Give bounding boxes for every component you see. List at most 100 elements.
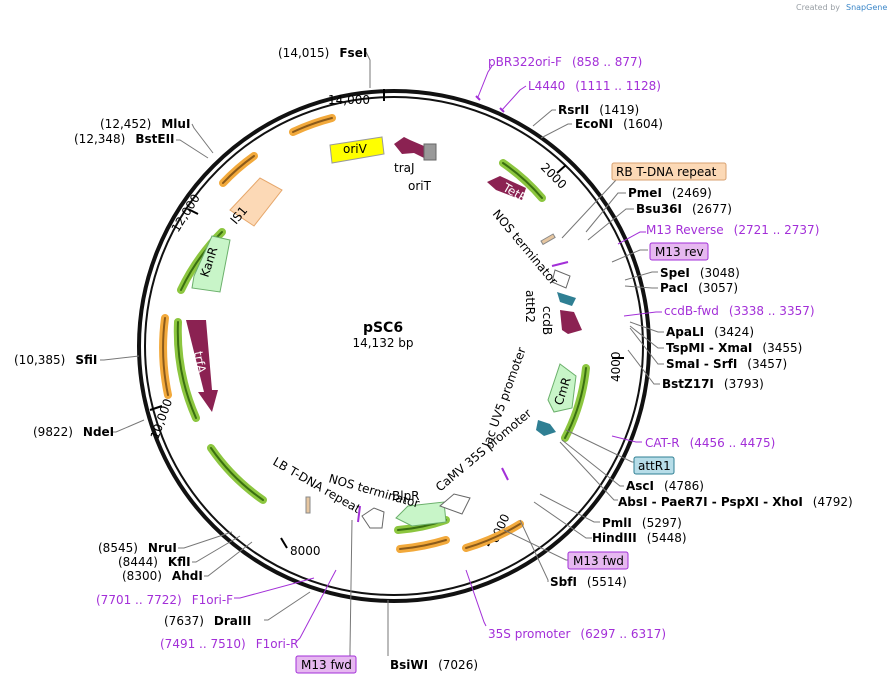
site-pos-bstz17i: (3793): [724, 377, 764, 391]
site-name-draiii: DraIII: [214, 614, 251, 628]
orange-arc-top-core: [292, 117, 333, 133]
site-name-ahdi: AhdI: [172, 569, 203, 583]
svg-text:(8545)NruI: (8545)NruI: [98, 541, 177, 555]
svg-text:HindIII(5448): HindIII(5448): [592, 531, 687, 545]
leader-fsei: [365, 51, 371, 88]
camv35s-shape: [439, 493, 471, 515]
site-pos-pmei: (2469): [672, 186, 712, 200]
traJ-shape: [394, 137, 424, 158]
orange-arc-bottom-core: [465, 523, 521, 549]
svg-text:CAT-R(4456 .. 4475): CAT-R(4456 .. 4475): [645, 436, 775, 450]
leader-pmli: [539, 493, 600, 523]
site-pos-pmli: (5297): [642, 516, 682, 530]
site-pos-smai-srfi: (3457): [747, 357, 787, 371]
svg-text:SpeI(3048): SpeI(3048): [660, 266, 740, 280]
pmark-nos2: [357, 505, 361, 523]
label-attR2: attR2: [523, 290, 537, 323]
site-name-rsrii: RsrII: [558, 103, 589, 117]
site-name-spei: SpeI: [660, 266, 690, 280]
leader-lines: [100, 51, 664, 656]
leader-bstz17i: [627, 349, 660, 385]
svg-text:BsiWI(7026): BsiWI(7026): [390, 658, 478, 672]
leader-sfii: [100, 355, 140, 361]
leader-m13fwd-right: [503, 529, 568, 561]
rb-repeat-shape: [540, 233, 556, 246]
leader-m13fwd-bottom: [349, 519, 353, 656]
label-trfA: trfA: [191, 350, 209, 375]
svg-text:AscI(4786): AscI(4786): [626, 479, 704, 493]
svg-text:L4440(1111 .. 1128): L4440(1111 .. 1128): [528, 79, 661, 93]
pleader-f1orir: [295, 569, 337, 643]
ruler-label-14000: 14,000: [328, 93, 370, 107]
BlpR-shape: [395, 501, 447, 527]
TetR-shape: [487, 176, 526, 200]
pleader-ccdb: [623, 311, 662, 317]
primer-marks: [357, 95, 569, 523]
primer-range-l4440: (1111 .. 1128): [575, 79, 661, 93]
green-arc-kanr-core: [180, 231, 223, 291]
primer-name-ccdbfwd: ccdB-fwd: [664, 304, 719, 318]
svg-text:ccdB-fwd(3338 .. 3357): ccdB-fwd(3338 .. 3357): [664, 304, 815, 318]
svg-text:EcoNI(1604): EcoNI(1604): [575, 117, 663, 131]
primer-name-pbr322orif: pBR322ori-F: [488, 55, 562, 69]
svg-text:(8300)AhdI: (8300)AhdI: [122, 569, 203, 583]
site-name-sbfi: SbfI: [550, 575, 577, 589]
leader-econi: [540, 123, 572, 139]
site-name-paci: PacI: [660, 281, 688, 295]
pleader-l4440: [501, 85, 527, 111]
site-pos-ndei: (9822): [33, 425, 73, 439]
box-m13fwd-right: [567, 551, 629, 570]
primer-name-f1orir: F1ori-R: [256, 637, 299, 651]
svg-text:(14,015)FseI: (14,015)FseI: [278, 46, 367, 60]
svg-text:M13 Reverse(2721 .. 2737): M13 Reverse (2721 .. 2737): [646, 223, 819, 237]
site-pos-kfli: (8444): [118, 555, 158, 569]
backbone-outer: [137, 89, 651, 603]
svg-text:Bsu36I(2677): Bsu36I(2677): [636, 202, 732, 216]
leader-smai: [629, 327, 664, 365]
site-pos-bsu36i: (2677): [692, 202, 732, 216]
box-m13fwd-bottom-text: M13 fwd: [301, 658, 352, 672]
label-camv35s: CaMV 35S promoter: [433, 406, 534, 494]
site-pos-draiii: (7637): [164, 614, 204, 628]
primer-name-f1orif: F1ori-F: [192, 593, 233, 607]
orange-arc-left-core: [162, 317, 169, 396]
plasmid-length: 14,132 bp: [352, 336, 413, 350]
site-name-kfli: KflI: [168, 555, 191, 569]
green-arc-left-core: [176, 321, 197, 419]
pmark-l4440: [499, 107, 505, 113]
green-arc-bottom-left-core: [210, 447, 264, 501]
leader-draiii: [264, 591, 311, 621]
svg-text:AbsI - PaeR7I - PspXI - XhoI(4: AbsI - PaeR7I - PspXI - XhoI(4792): [618, 495, 853, 509]
boxed-labels: RB T-DNA repeat M13 rev attR1 M13 fwd M1…: [295, 162, 727, 674]
primer-range-f1orir: (7491 .. 7510): [160, 637, 246, 651]
primer-name-m13reverse: M13 Reverse: [646, 223, 724, 237]
plasmid-name: pSC6: [363, 320, 403, 336]
box-m13fwd-bottom: [295, 655, 357, 674]
IS1-shape: [229, 177, 283, 227]
svg-text:pBR322ori-F(858 .. 877): pBR322ori-F(858 .. 877): [488, 55, 642, 69]
box-rb-repeat-text: RB T-DNA repeat: [616, 165, 717, 179]
label-oriV: oriV: [343, 142, 368, 156]
leader-mlui: [191, 123, 214, 154]
oriT-shape: [423, 143, 437, 161]
svg-text:(12,452)MluI: (12,452)MluI: [100, 117, 190, 131]
CmR-shape: [547, 363, 577, 413]
tick-12000: [187, 208, 199, 215]
tick-10000: [149, 405, 163, 411]
site-pos-rsrii: (1419): [599, 103, 639, 117]
svg-text:PmlI(5297): PmlI(5297): [602, 516, 682, 530]
primer-range-m13reverse: (2721 .. 2737): [734, 223, 820, 237]
leader-ndei: [112, 419, 145, 433]
site-name-mlui: MluI: [161, 117, 190, 131]
site-pos-tspmi-xmai: (3455): [762, 341, 802, 355]
backbone-inner: [144, 96, 644, 596]
svg-text:ApaLI(3424): ApaLI(3424): [666, 325, 754, 339]
site-name-bsteii: BstEII: [135, 132, 174, 146]
label-traJ: traJ: [394, 161, 415, 175]
site-name-bsiwi: BsiWI: [390, 658, 428, 672]
svg-text:(7637)DraIII: (7637) DraIII: [164, 614, 251, 628]
attR1-shape: [536, 420, 556, 436]
site-pos-bsteii: (12,348): [74, 132, 125, 146]
feature-arcs: [159, 114, 590, 553]
nos-term-2-shape: [361, 507, 385, 529]
